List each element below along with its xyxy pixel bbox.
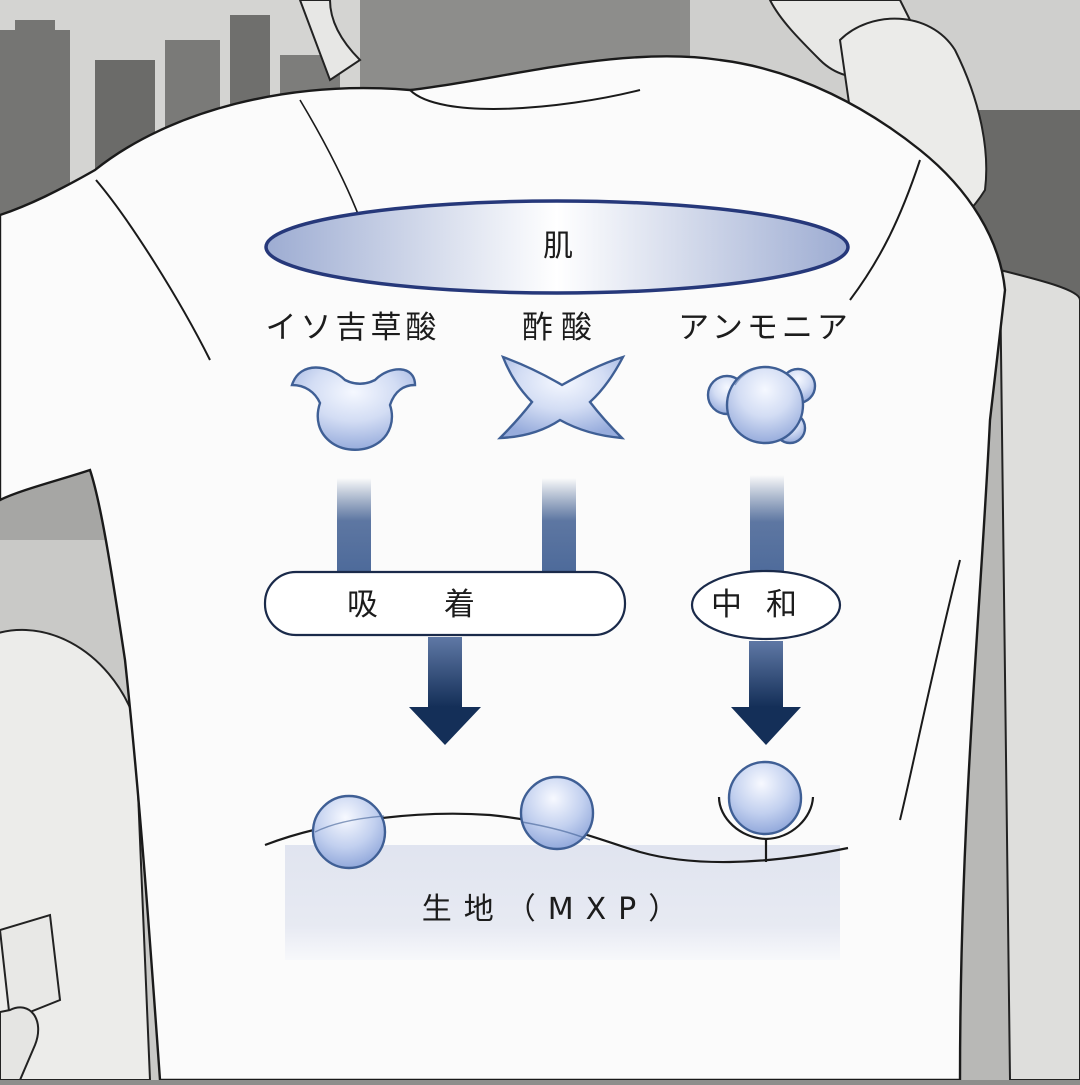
flow-bar-acetic xyxy=(542,478,576,573)
ammonia-molecule xyxy=(706,365,817,445)
skin-label: 肌 xyxy=(543,229,573,264)
adsorption-arrow xyxy=(409,637,481,745)
isovaleric-acid-molecule xyxy=(290,366,417,451)
fabric-label: 生地（MXP） xyxy=(421,892,691,927)
skin-ellipse xyxy=(264,199,850,295)
adsorbed-molecule-1 xyxy=(311,794,387,870)
acetic-acid-molecule xyxy=(496,354,626,440)
neutralization-box xyxy=(690,569,842,641)
fabric-band xyxy=(285,845,840,960)
neutralization-arrow xyxy=(731,641,801,745)
adsorption-box xyxy=(263,570,627,637)
flow-bar-ammonia xyxy=(750,475,784,579)
acetic-acid-label: 酢酸 xyxy=(522,310,600,346)
adsorption-label: 吸着 xyxy=(347,587,541,623)
adsorbed-molecule-2 xyxy=(519,775,595,851)
ammonia-label: アンモニア xyxy=(678,310,852,346)
neutralized-molecule xyxy=(717,760,815,862)
neutralization-label: 中和 xyxy=(711,587,821,623)
isovaleric-acid-label: イソ吉草酸 xyxy=(265,310,441,346)
flow-bar-isovaleric xyxy=(337,478,371,573)
